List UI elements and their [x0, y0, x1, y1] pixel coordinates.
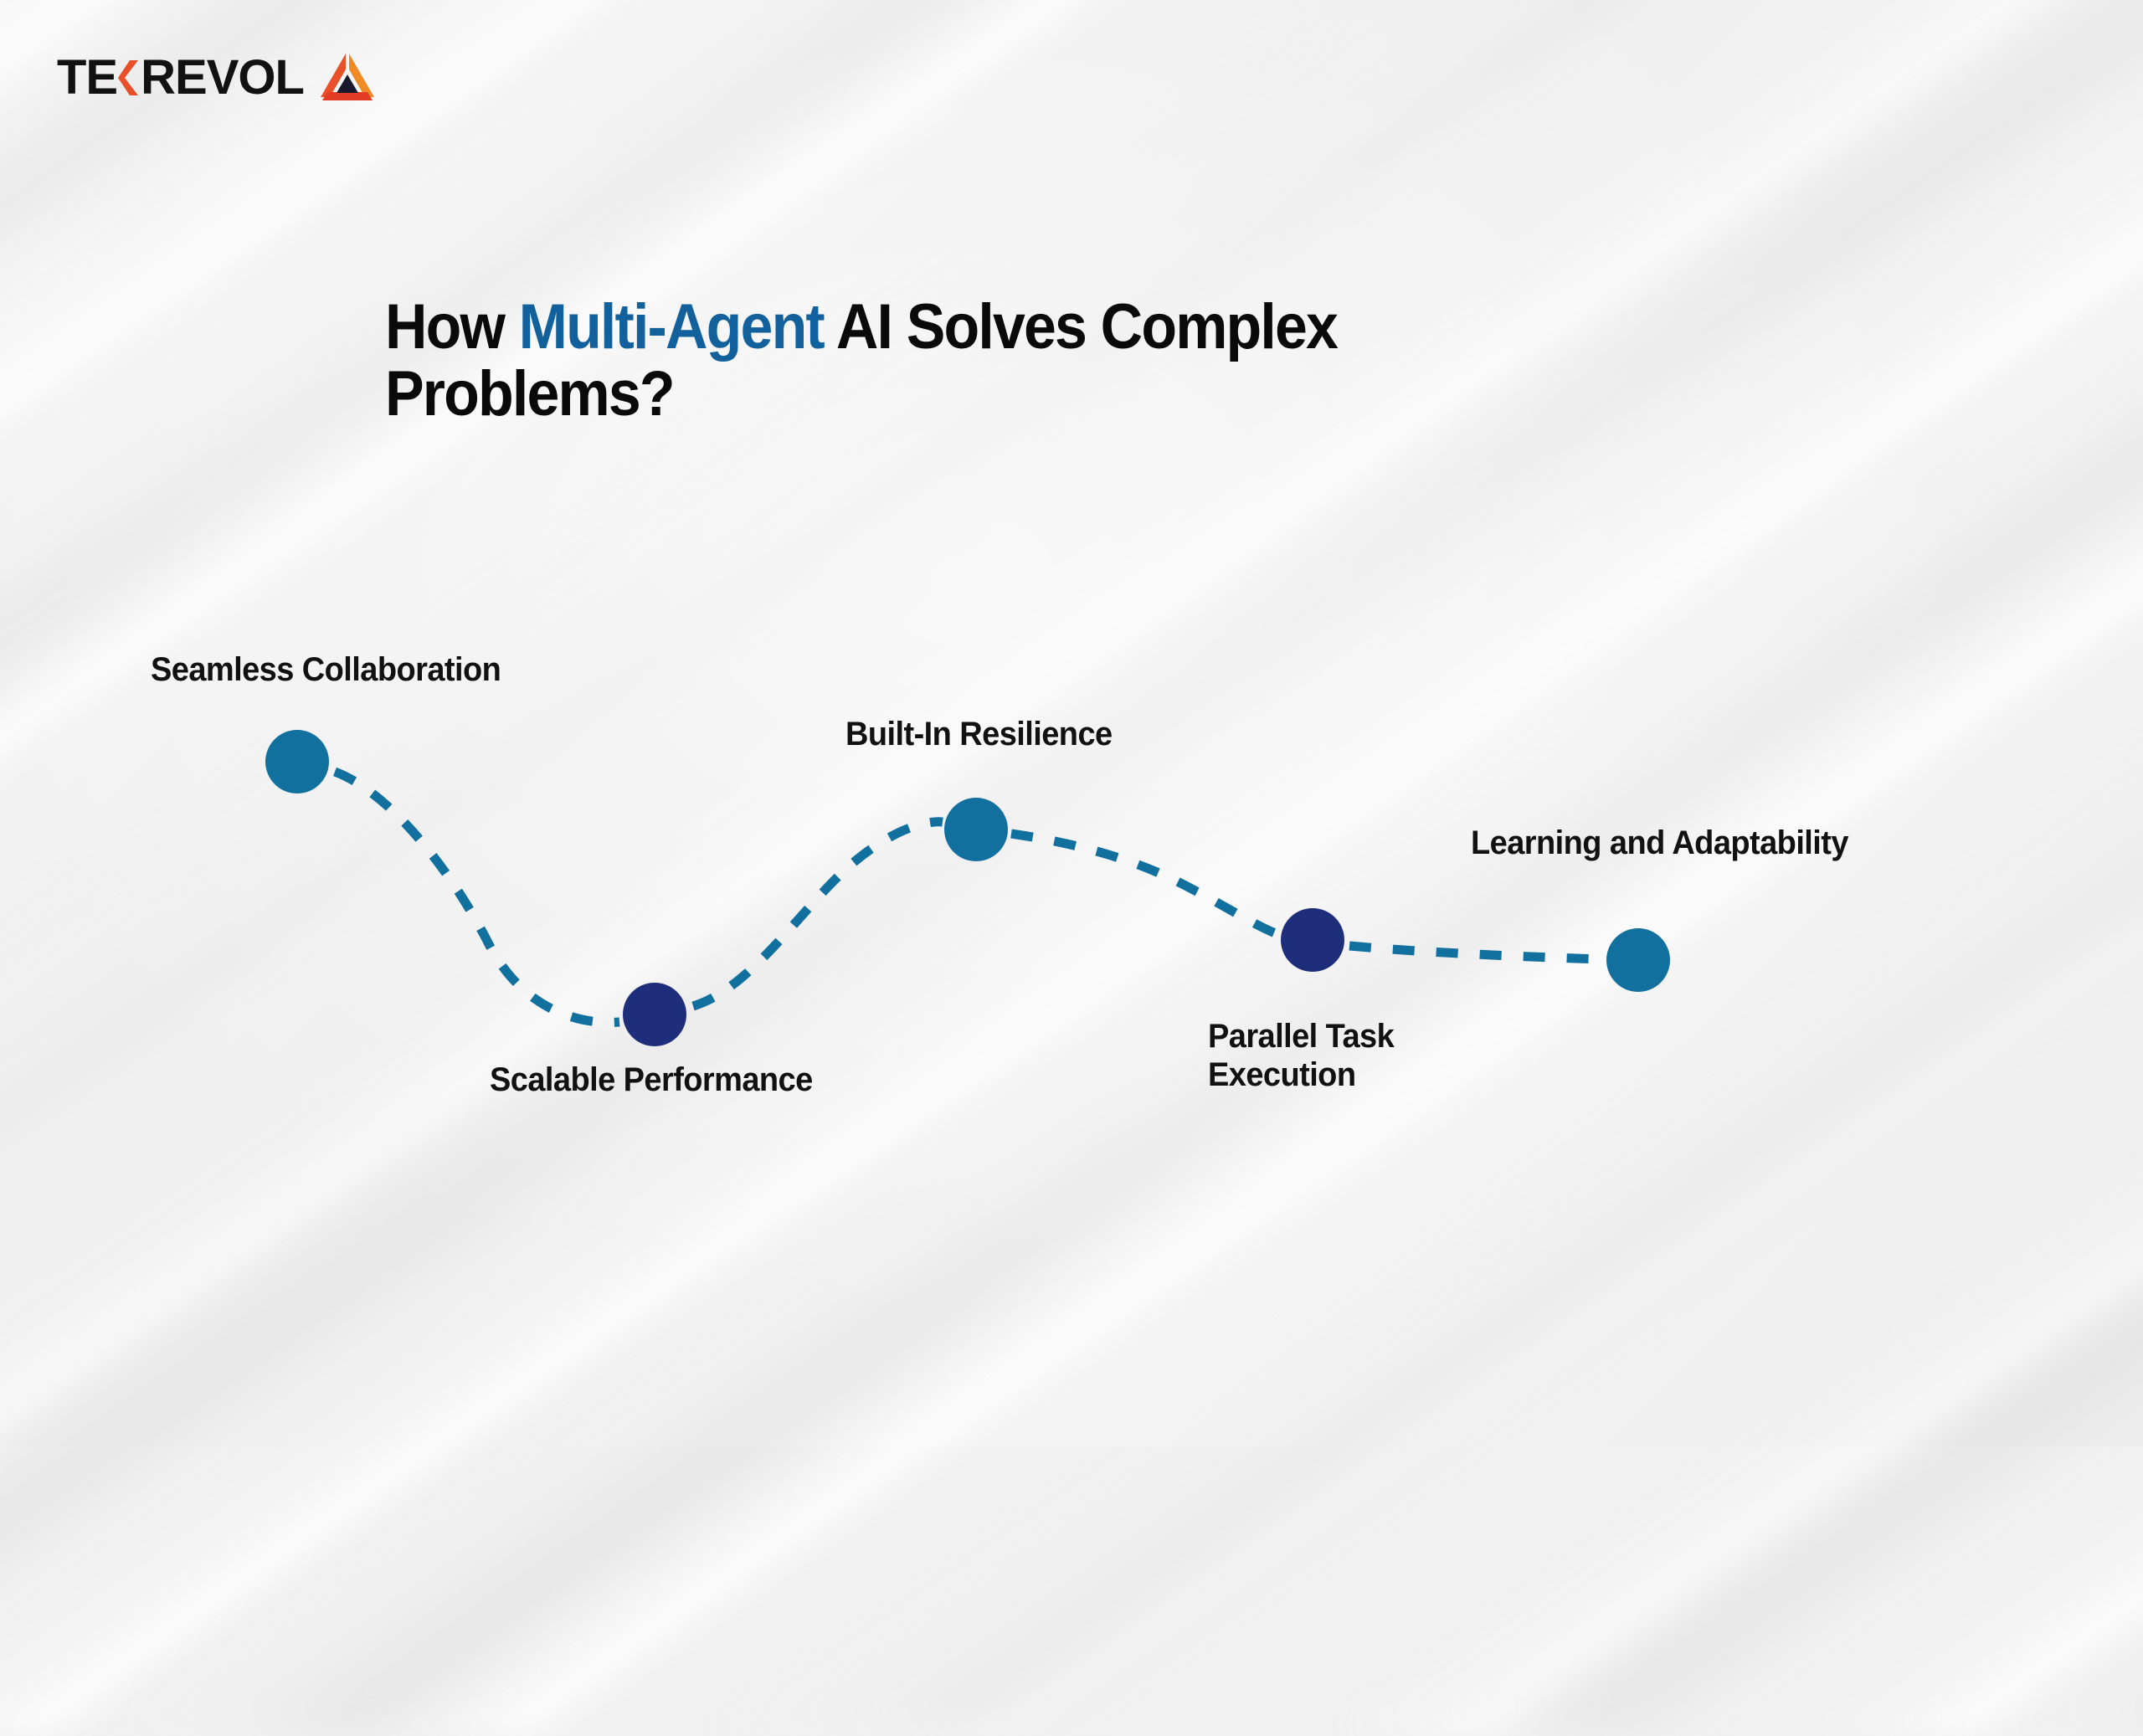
- title-part-before: How: [385, 290, 519, 362]
- journey-label-parallel-task-execution: Parallel Task Execution: [1208, 1018, 1395, 1093]
- journey-label-learning-and-adaptability: Learning and Adaptability: [1471, 824, 1849, 861]
- brand-logo[interactable]: TE REVOL: [57, 52, 379, 104]
- brand-wordmark: TE REVOL: [57, 50, 305, 105]
- brand-wordmark-right: REVOL: [141, 50, 305, 105]
- page-title: How Multi-Agent AI Solves Complex Proble…: [385, 290, 1694, 430]
- brand-wordmark-left: TE: [57, 50, 118, 105]
- triangle-mark-icon: [320, 54, 374, 100]
- journey-label-built-in-resilience: Built-In Resilience: [845, 716, 1113, 752]
- background-vignette: [0, 0, 2143, 1446]
- title-line-1: How Multi-Agent AI Solves Complex: [385, 290, 1339, 362]
- journey-label-scalable-performance: Scalable Performance: [490, 1061, 813, 1098]
- journey-label-seamless-collaboration: Seamless Collaboration: [151, 651, 501, 688]
- title-line-2: Problems?: [385, 358, 676, 430]
- chevron-left-icon: [118, 59, 140, 97]
- title-part-after: AI Solves Complex: [823, 290, 1339, 362]
- title-accent-text: Multi-Agent: [518, 290, 825, 362]
